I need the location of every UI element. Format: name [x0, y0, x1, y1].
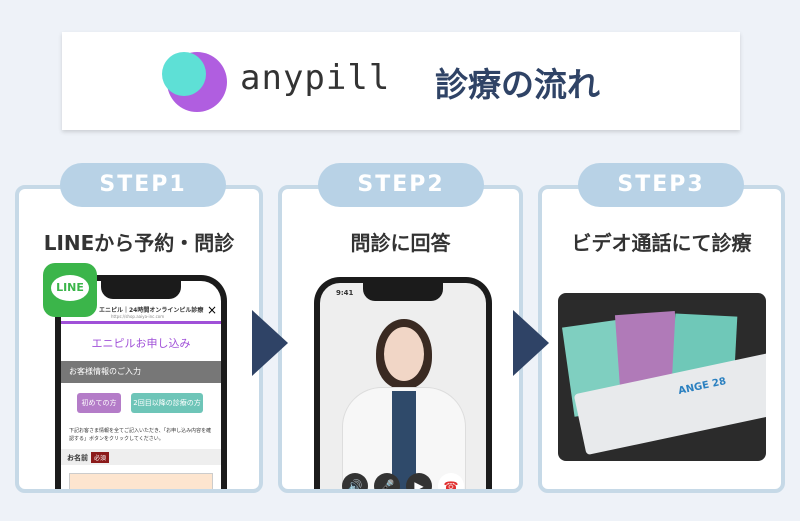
- step1-badge: STEP1: [60, 163, 226, 207]
- phone-mockup: エニピル｜24時間オンラインピル診療 https://shop.aaiya-in…: [55, 275, 227, 489]
- step2-card: 問診に回答 9:41 🔊 🎤 ▶ ☎: [278, 185, 523, 493]
- step1-card: LINEから予約・問診 エニピル｜24時間オンラインピル診療 https://s…: [15, 185, 263, 493]
- header: anypill 診療の流れ: [62, 32, 740, 130]
- status-time: 9:41: [336, 289, 354, 297]
- app-title: エニピルお申し込み: [91, 337, 191, 350]
- doctor-face: [384, 327, 424, 381]
- speaker-button[interactable]: 🔊: [342, 473, 368, 489]
- arrow-icon: [513, 310, 549, 376]
- video-button[interactable]: ▶: [406, 473, 432, 489]
- brand-name: anypill: [240, 58, 391, 98]
- arrow-icon: [252, 310, 288, 376]
- browser-url: https://shop.aaiya-inc.com: [111, 314, 165, 319]
- page-title: 診療の流れ: [435, 65, 600, 104]
- required-badge: 必須: [91, 452, 110, 463]
- section-header: お客様情報のご入力: [61, 361, 221, 383]
- line-app-icon: LINE: [43, 263, 97, 317]
- step3-title: ビデオ通話にて診療: [571, 231, 752, 255]
- instructions-text: 下記お客さま情報を全てご記入いただき、「お申し込み内容を確認する」ボタンをクリッ…: [69, 428, 212, 442]
- step3-card: ビデオ通話にて診療 ANGE 28: [538, 185, 785, 493]
- name-label: お名前: [67, 454, 88, 462]
- name-input[interactable]: [69, 473, 213, 489]
- logo-mark-inner: [162, 52, 206, 96]
- step1-title: LINEから予約・問診: [43, 231, 235, 255]
- phone-mockup: 9:41 🔊 🎤 ▶ ☎: [314, 277, 492, 489]
- browser-title: エニピル｜24時間オンラインピル診療: [99, 307, 204, 314]
- end-call-button[interactable]: ☎: [438, 473, 464, 489]
- step2-title: 問診に回答: [350, 231, 451, 255]
- first-visit-button[interactable]: 初めての方: [77, 393, 121, 413]
- close-icon[interactable]: ×: [206, 303, 217, 317]
- pill-package-photo: ANGE 28: [558, 293, 766, 461]
- repeat-visit-button[interactable]: 2回目以降の診療の方: [131, 393, 203, 413]
- doctor-scrubs: [392, 391, 416, 489]
- step2-badge: STEP2: [318, 163, 484, 207]
- mic-button[interactable]: 🎤: [374, 473, 400, 489]
- step3-badge: STEP3: [578, 163, 744, 207]
